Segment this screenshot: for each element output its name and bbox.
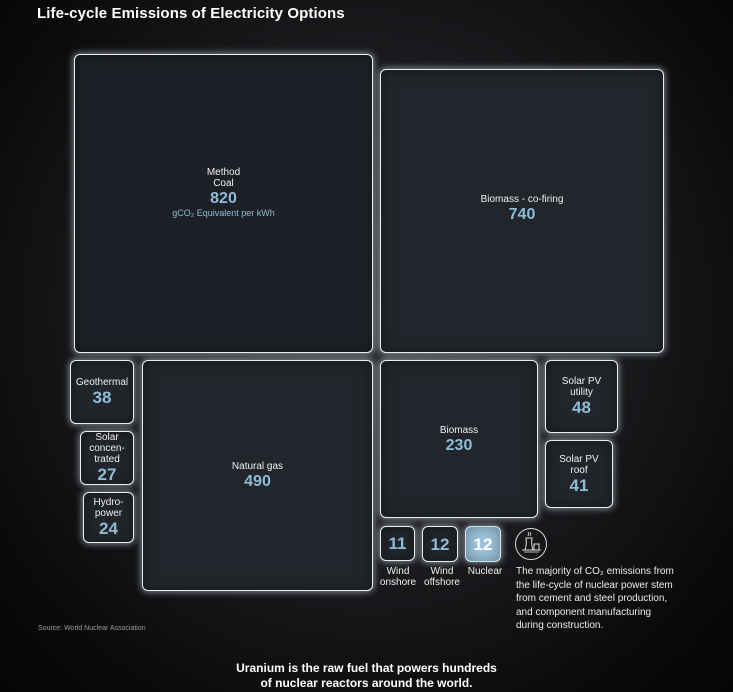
treemap-cell-biomass: Biomass 230 [380, 360, 538, 518]
cell-value-biomass-cofiring: 740 [508, 206, 536, 223]
cell-label-solar-pv-roof-2: roof [570, 464, 588, 476]
cell-value-nuclear: 12 [473, 534, 493, 554]
method-label: Method [206, 167, 241, 178]
source-note: Source: World Nuclear Association [38, 625, 146, 632]
cell-value-coal: 820 [210, 190, 237, 207]
cell-value-solar-pv-roof: 41 [569, 475, 589, 495]
treemap-cell-coal: Method Coal 820 gCO₂ Equivalent per kWh [74, 54, 373, 353]
cell-label-solar-conc-1: Solar [95, 432, 119, 443]
treemap-cell-natural-gas: Natural gas 490 [142, 360, 373, 591]
cell-value-hydro: 24 [99, 519, 118, 538]
wind-offshore-label-1: Wind [430, 566, 454, 577]
cell-label-solar-conc-2: concen- [89, 443, 125, 454]
note-line-1: The majority of CO₂ emissions from [516, 566, 674, 577]
nuclear-note: The majority of CO₂ emissions from the l… [516, 565, 701, 633]
cell-value-solar-conc: 27 [97, 465, 117, 484]
cell-label-biomass: Biomass [439, 425, 479, 436]
note-line-3: from cement and steel production, [516, 593, 668, 604]
note-line-4: and component manufacturing [516, 606, 652, 618]
footer-line-1: Uranium is the raw fuel that powers hund… [236, 661, 497, 675]
cell-value-wind-onshore: 11 [388, 534, 407, 553]
note-line-2: the life-cycle of nuclear power stem [516, 579, 673, 591]
cell-value-wind-offshore: 12 [430, 534, 450, 554]
treemap-cell-wind-offshore: 12 [422, 526, 458, 562]
cell-label-solar-pv-roof-1: Solar PV [559, 453, 599, 465]
cell-value-geothermal: 38 [92, 388, 112, 407]
treemap-cell-solar-pv-utility: Solar PV utility 48 [545, 360, 618, 433]
cell-label-coal: Coal [213, 178, 234, 189]
treemap-cell-wind-onshore: 11 [380, 526, 415, 561]
treemap-cell-solar-concentrated: Solar concen- trated 27 [80, 431, 134, 485]
unit-label: gCO₂ Equivalent per kWh [172, 208, 275, 218]
wind-onshore-label-2: onshore [379, 577, 417, 588]
cell-label-solar-pv-utility-2: utility [570, 387, 593, 398]
wind-offshore-label: Wind offshore [418, 566, 466, 588]
nuclear-plant-icon [515, 528, 547, 560]
cell-label-geothermal: Geothermal [75, 377, 129, 388]
treemap-cell-biomass-cofiring: Biomass - co-firing 740 [380, 69, 664, 353]
cell-label-hydro-2: power [94, 508, 123, 519]
cell-value-biomass: 230 [445, 437, 473, 454]
treemap-cell-geothermal: Geothermal 38 [70, 360, 134, 424]
treemap-cell-solar-pv-roof: Solar PV roof 41 [545, 440, 613, 508]
chart-title: Life-cycle Emissions of Electricity Opti… [37, 5, 345, 22]
cell-value-solar-pv-utility: 48 [572, 398, 591, 417]
nuclear-label: Nuclear [467, 566, 503, 577]
cell-value-natural-gas: 490 [244, 473, 271, 490]
cell-label-biomass-cofiring: Biomass - co-firing [480, 194, 564, 205]
treemap-cell-nuclear: 12 [465, 526, 501, 562]
treemap-cell-hydropower: Hydro- power 24 [83, 492, 134, 543]
wind-onshore-label: Wind onshore [372, 566, 424, 588]
wind-offshore-label-2: offshore [424, 577, 460, 588]
note-line-5: during construction. [516, 620, 604, 631]
cell-label-natural-gas: Natural gas [231, 461, 284, 472]
cell-label-hydro-1: Hydro- [93, 497, 124, 508]
footer-caption: Uranium is the raw fuel that powers hund… [0, 661, 733, 691]
footer-line-2: of nuclear reactors around the world. [260, 676, 473, 690]
cell-label-solar-conc-3: trated [94, 454, 120, 465]
cell-label-solar-pv-utility-1: Solar PV [561, 376, 602, 387]
wind-onshore-label-1: Wind [386, 566, 410, 577]
